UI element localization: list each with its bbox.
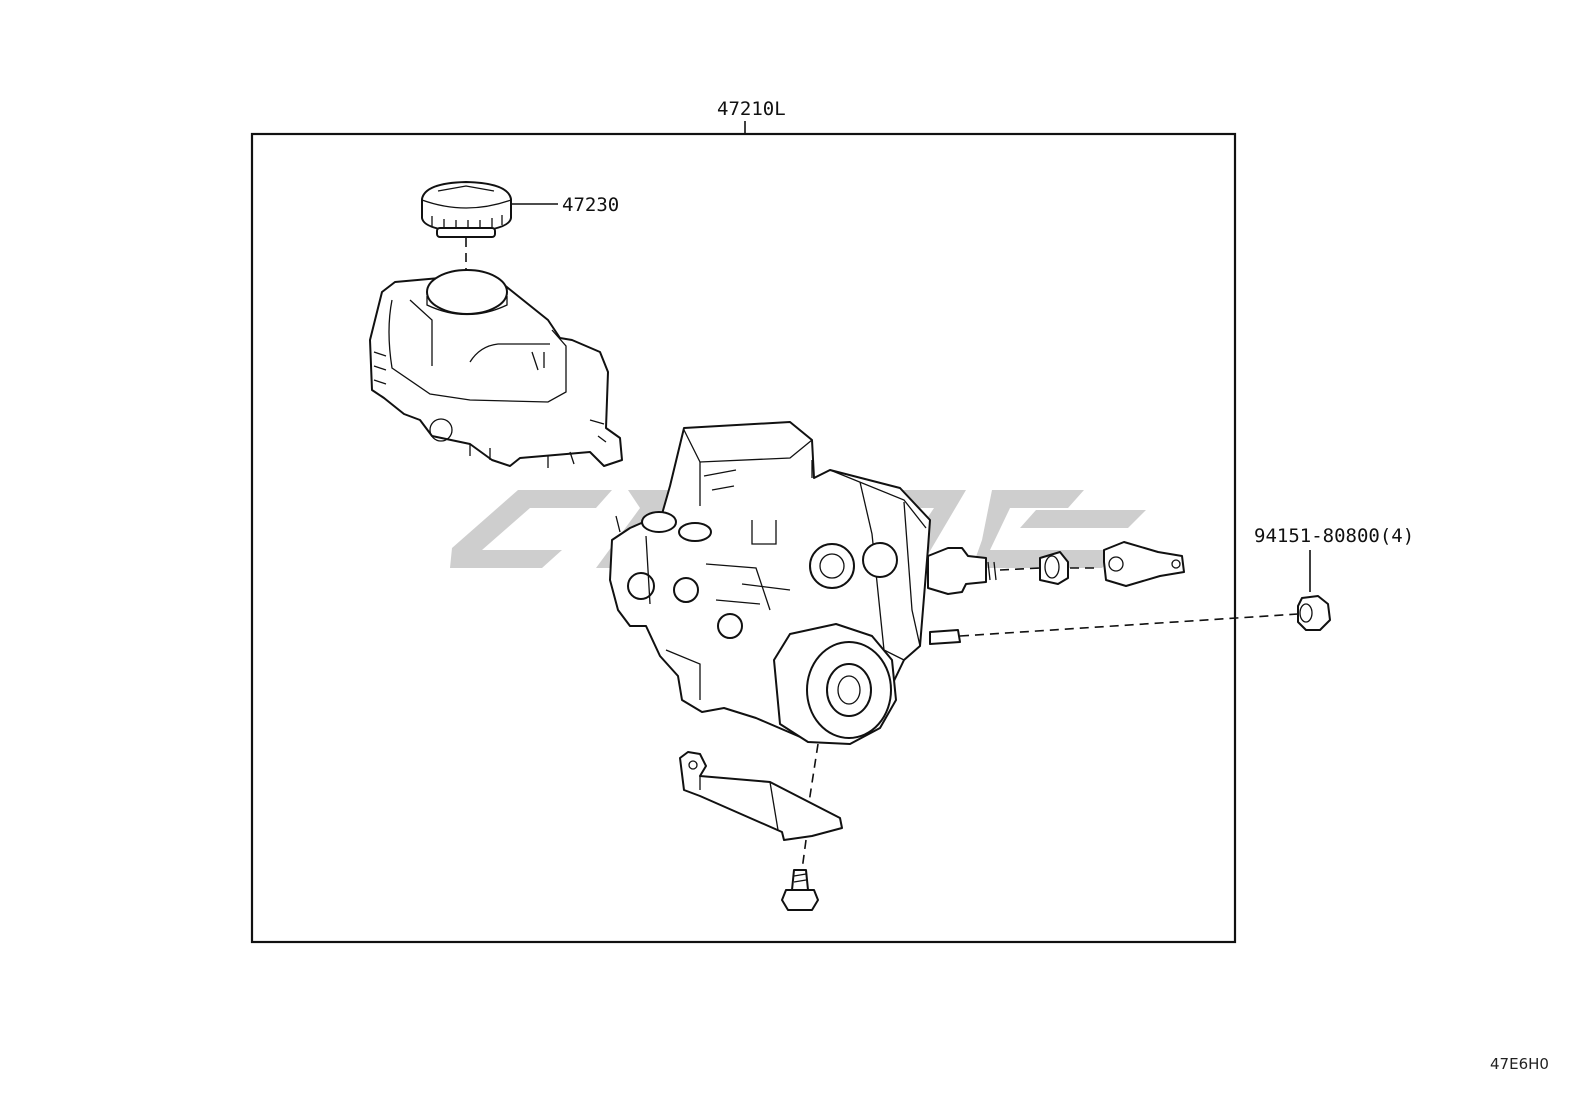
brake-fluid-reservoir[interactable]	[369, 269, 623, 468]
mounting-bracket[interactable]	[679, 751, 843, 841]
assembly-frame	[250, 132, 1237, 944]
push-rod-clevis[interactable]	[1103, 541, 1185, 587]
push-rod-boot[interactable]	[1039, 551, 1069, 585]
bracket-bolt[interactable]	[781, 869, 819, 911]
dashed-bracket-to-bolt	[801, 839, 807, 871]
callout-47210L[interactable]: 47210L	[717, 98, 786, 120]
push-rod[interactable]	[927, 547, 997, 595]
callout-47230[interactable]: 47230	[562, 194, 619, 216]
callout-94151-80800[interactable]: 94151-80800(4)	[1254, 525, 1414, 547]
dashed-stud-to-nut	[959, 613, 1299, 637]
dashed-pushrod-to-boot	[999, 567, 1041, 571]
mounting-stud	[929, 629, 961, 645]
diagram-code: 47E6H0	[1490, 1055, 1549, 1073]
reservoir-cap-47230[interactable]	[421, 181, 512, 238]
flange-nut-94151-80800[interactable]	[1297, 595, 1331, 631]
pump-motor[interactable]	[773, 623, 897, 745]
